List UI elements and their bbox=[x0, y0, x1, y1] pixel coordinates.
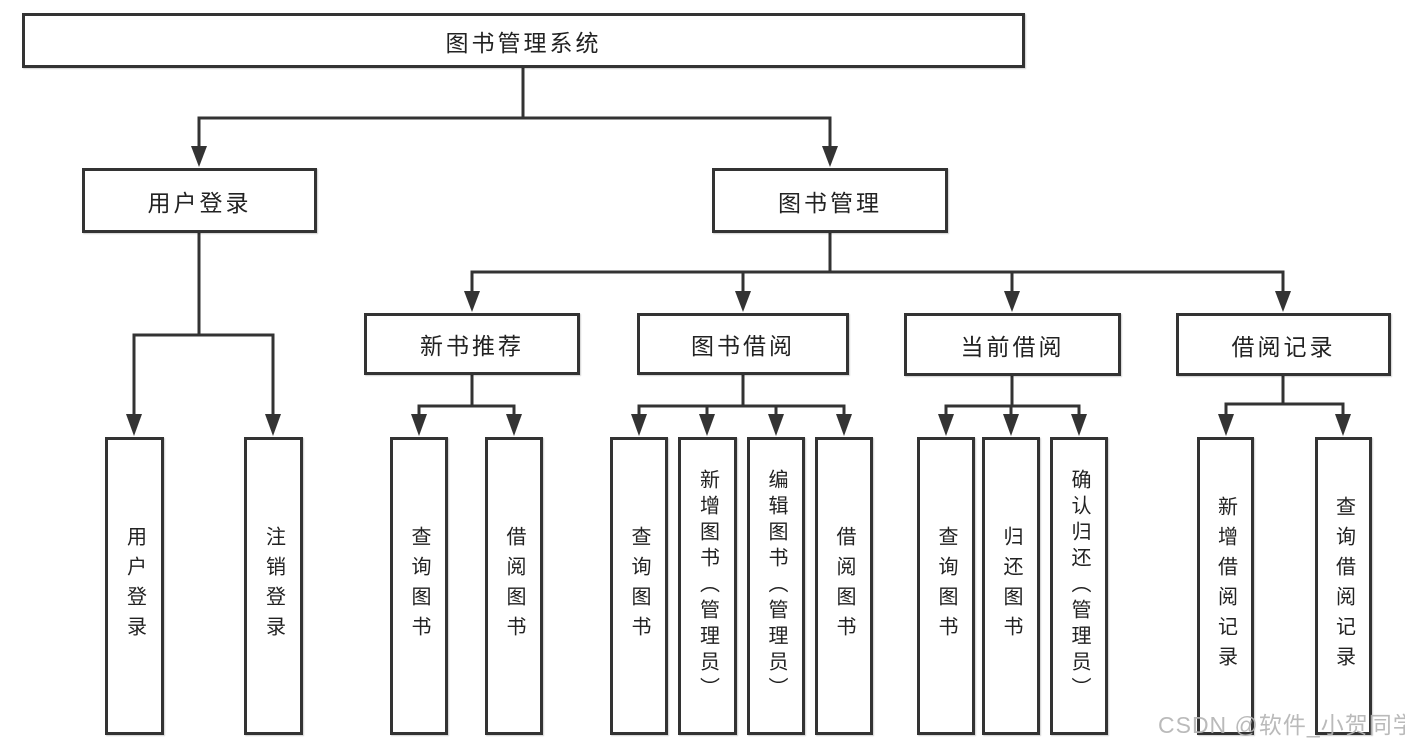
node-label: 查询图书 bbox=[628, 526, 650, 646]
node-label: 编辑图书（管理员） bbox=[765, 469, 787, 703]
node-label: 用户登录 bbox=[123, 526, 146, 646]
arrowheads-records-leaves bbox=[1218, 414, 1351, 436]
edge-records-to-leaves bbox=[1224, 376, 1345, 418]
leaf-query-books-current: 查询图书 bbox=[917, 437, 975, 735]
node-label: 新书推荐 bbox=[420, 333, 524, 359]
node-label: 新增借阅记录 bbox=[1214, 496, 1237, 676]
node-label: 借阅图书 bbox=[503, 526, 525, 646]
leaf-user-login: 用户登录 bbox=[105, 437, 164, 735]
node-label: 查询借阅记录 bbox=[1332, 496, 1355, 676]
node-borrow-records: 借阅记录 bbox=[1176, 313, 1391, 376]
node-label: 图书管理 bbox=[778, 189, 882, 216]
leaf-return-books: 归还图书 bbox=[982, 437, 1040, 735]
edge-login-to-leaves bbox=[132, 233, 275, 418]
node-label: 图书管理系统 bbox=[445, 29, 602, 56]
arrowheads-level1 bbox=[191, 146, 838, 167]
node-label: 当前借阅 bbox=[960, 333, 1065, 360]
leaf-add-borrow-record: 新增借阅记录 bbox=[1197, 437, 1254, 735]
node-label: 确认归还（管理员） bbox=[1068, 469, 1090, 703]
node-book-management: 图书管理 bbox=[712, 168, 948, 233]
arrowheads-borrow-leaves bbox=[631, 414, 852, 436]
node-label: 查询图书 bbox=[408, 526, 430, 646]
node-book-borrow: 图书借阅 bbox=[637, 313, 849, 375]
arrowheads-recommend-leaves bbox=[411, 414, 522, 436]
edge-current-to-leaves bbox=[944, 376, 1081, 418]
csdn-watermark: CSDN @软件_小贺同学 bbox=[1158, 712, 1405, 738]
edge-root-to-level1 bbox=[197, 68, 832, 150]
node-label: 借阅图书 bbox=[833, 526, 855, 646]
leaf-logout: 注销登录 bbox=[244, 437, 303, 735]
node-label: 注销登录 bbox=[262, 526, 285, 646]
arrowheads-login-leaves bbox=[126, 414, 281, 436]
arrowheads-level2 bbox=[464, 291, 1291, 312]
node-label: 新增图书（管理员） bbox=[696, 469, 719, 703]
leaf-query-books-recommend: 查询图书 bbox=[390, 437, 448, 735]
node-label: 归还图书 bbox=[1000, 526, 1022, 646]
edge-recommend-to-leaves bbox=[417, 375, 516, 418]
node-label: 借阅记录 bbox=[1231, 333, 1336, 360]
leaf-borrow-books: 借阅图书 bbox=[815, 437, 873, 735]
edge-borrow-to-leaves bbox=[637, 375, 846, 418]
leaf-add-books-admin: 新增图书（管理员） bbox=[678, 437, 737, 735]
node-current-borrow: 当前借阅 bbox=[904, 313, 1121, 376]
node-user-login: 用户登录 bbox=[82, 168, 317, 233]
edge-management-to-level2 bbox=[470, 233, 1285, 295]
leaf-borrow-books-recommend: 借阅图书 bbox=[485, 437, 543, 735]
node-new-book-recommend: 新书推荐 bbox=[364, 313, 580, 375]
leaf-confirm-return-admin: 确认归还（管理员） bbox=[1050, 437, 1108, 735]
arrowheads-current-leaves bbox=[938, 414, 1087, 436]
node-label: 查询图书 bbox=[935, 526, 957, 646]
leaf-edit-books-admin: 编辑图书（管理员） bbox=[747, 437, 805, 735]
leaf-query-borrow-record: 查询借阅记录 bbox=[1315, 437, 1372, 735]
leaf-query-books-borrow: 查询图书 bbox=[610, 437, 668, 735]
node-library-management-system: 图书管理系统 bbox=[22, 13, 1025, 68]
node-label: 图书借阅 bbox=[691, 333, 795, 359]
node-label: 用户登录 bbox=[147, 189, 252, 216]
